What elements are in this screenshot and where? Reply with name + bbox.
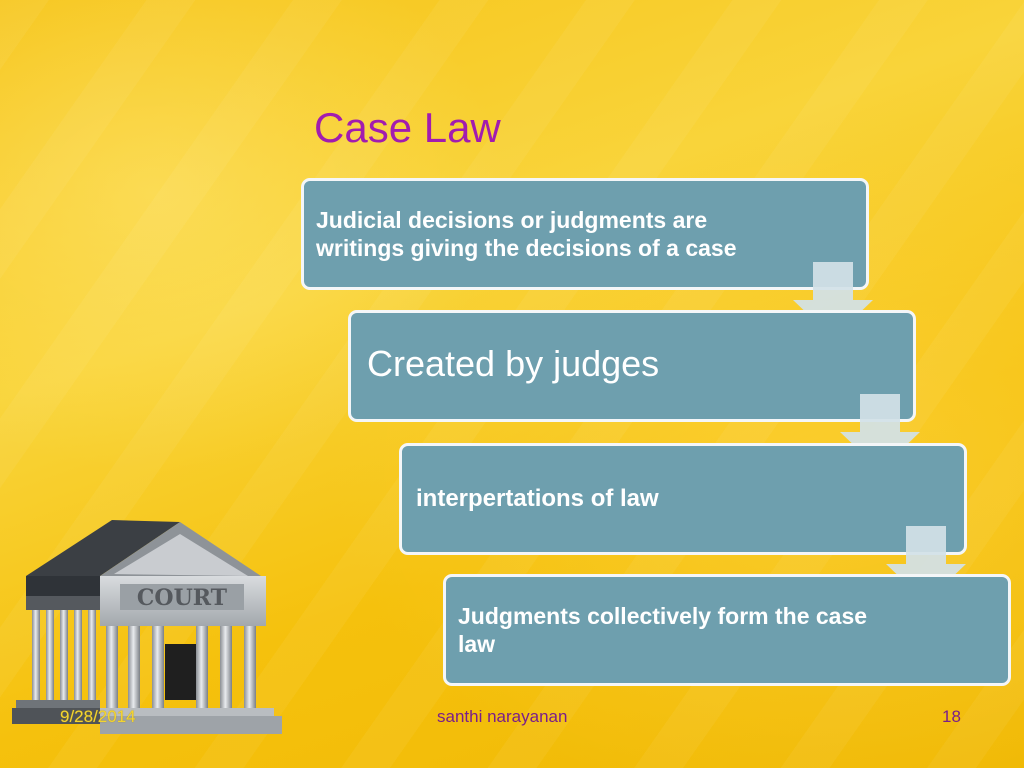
step-box-1: Judicial decisions or judgments are writ… xyxy=(301,178,869,290)
step-text-4: Judgments collectively form the case law xyxy=(458,603,868,657)
step-text-3: interpertations of law xyxy=(416,485,659,512)
step-box-2: Created by judges xyxy=(348,310,916,422)
step-box-3: interpertations of law xyxy=(399,443,967,555)
step-text-2: Created by judges xyxy=(367,343,660,384)
footer-author: santhi narayanan xyxy=(437,707,568,726)
footer-date: 9/28/2014 xyxy=(60,707,136,726)
court-sign: COURT xyxy=(137,585,228,611)
slide-title: Case Law xyxy=(314,104,501,151)
courthouse-icon: COURT xyxy=(12,520,282,734)
slide-number: 18 xyxy=(942,707,961,726)
step-box-4: Judgments collectively form the case law xyxy=(443,574,1011,686)
step-text-1: Judicial decisions or judgments are writ… xyxy=(316,207,737,261)
